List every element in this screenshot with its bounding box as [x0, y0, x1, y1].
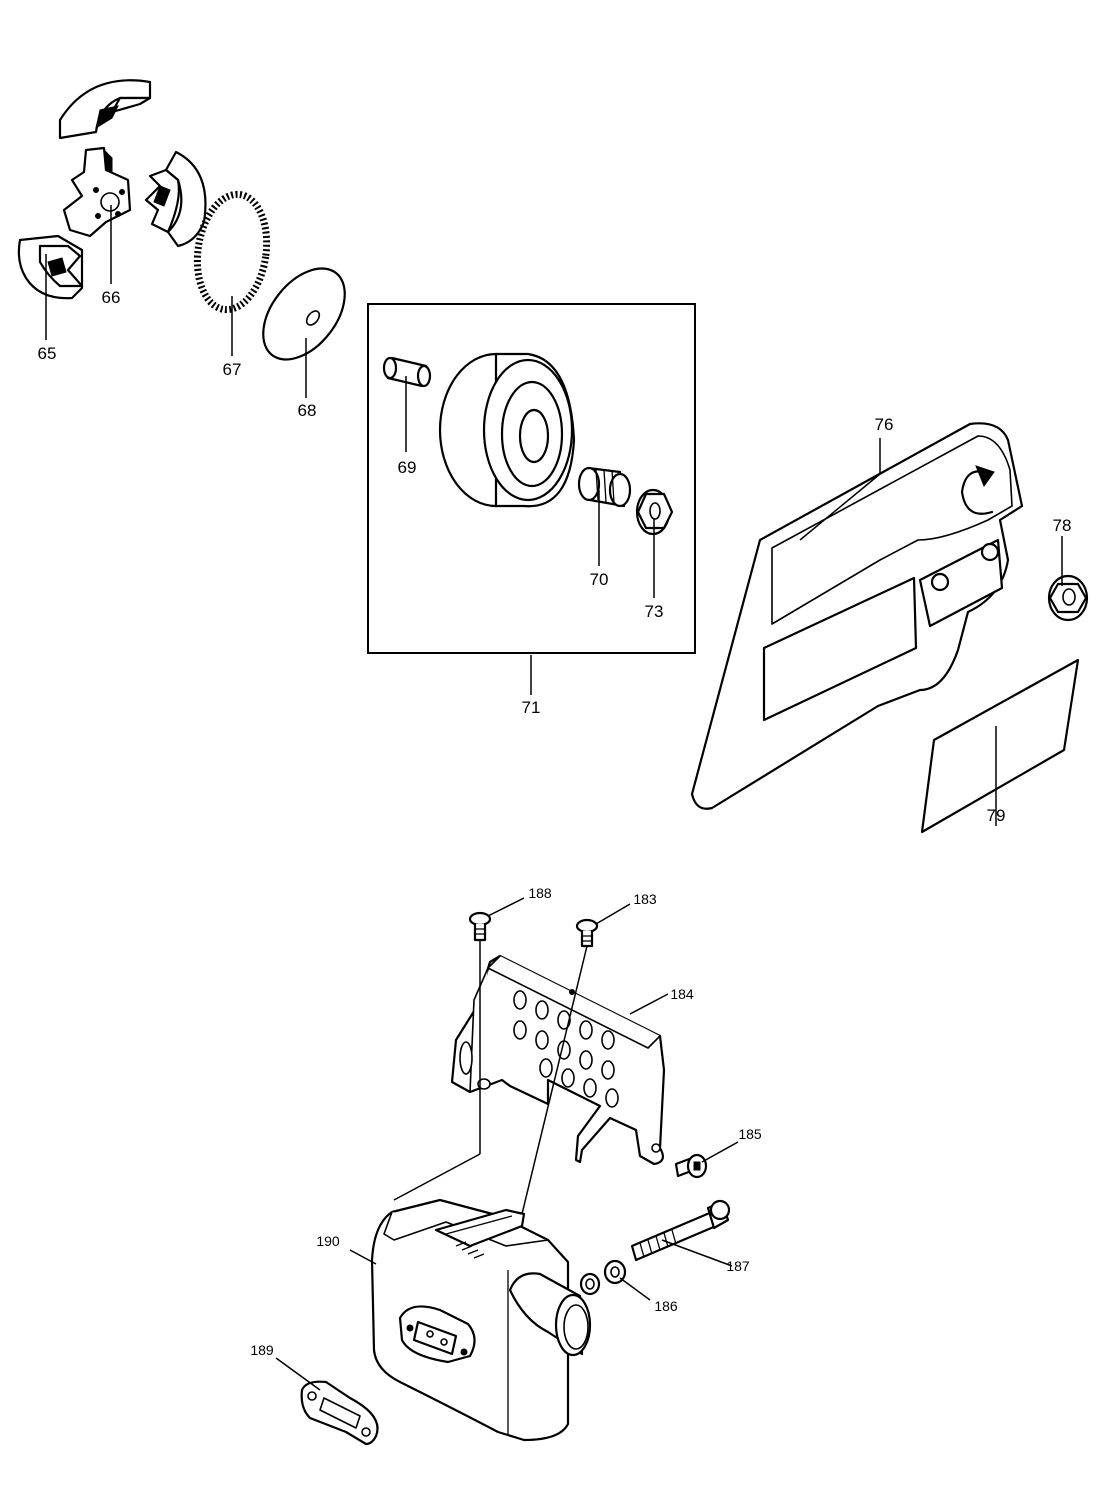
- muffler-body: [370, 1198, 592, 1442]
- callout-71: 71: [522, 698, 541, 717]
- drum-nut: [635, 488, 674, 536]
- sprocket-guard: [690, 422, 1024, 810]
- leader-lines: [45, 205, 1063, 1391]
- clutch-drum: [438, 352, 576, 508]
- callout-67: 67: [223, 360, 242, 379]
- muffler-cover-holes: [477, 989, 619, 1108]
- muffler-cover: [450, 954, 666, 1166]
- drum-assembly-box: [367, 303, 696, 654]
- guard-label: [920, 658, 1080, 834]
- callout-68: 68: [298, 401, 317, 420]
- callout-183: 183: [633, 891, 657, 907]
- callout-76: 76: [875, 415, 894, 434]
- callout-187: 187: [726, 1258, 750, 1274]
- clutch-shoe-right: [144, 150, 207, 248]
- clutch-shoe-left: [17, 234, 84, 300]
- callout-70: 70: [590, 570, 609, 589]
- callout-78: 78: [1053, 516, 1072, 535]
- callout-184: 184: [670, 986, 694, 1002]
- washer-186: [579, 1259, 627, 1296]
- screw-185: [674, 1153, 708, 1179]
- callout-189: 189: [250, 1342, 274, 1358]
- guard-nut: [1047, 574, 1089, 622]
- callout-185: 185: [738, 1126, 762, 1142]
- gasket-189: [300, 1380, 379, 1446]
- callout-190: 190: [316, 1233, 340, 1249]
- callout-79: 79: [987, 806, 1006, 825]
- clutch-washer: [262, 267, 346, 361]
- callout-73: 73: [645, 602, 664, 621]
- callout-188: 188: [528, 885, 552, 901]
- bolt-187: [630, 1199, 731, 1262]
- drum-bushing: [382, 356, 432, 388]
- callout-65: 65: [38, 344, 57, 363]
- callout-186: 186: [654, 1298, 678, 1314]
- muffler-heat-shield-lines: [455, 1241, 485, 1259]
- callout-66: 66: [102, 288, 121, 307]
- screw-183: [575, 918, 599, 948]
- callout-69: 69: [398, 458, 417, 477]
- needle-bearing: [577, 466, 632, 508]
- clutch-shoe-top: [58, 79, 152, 140]
- clutch-hub: [62, 146, 132, 238]
- bolt-thread: [639, 1229, 677, 1258]
- screw-188: [468, 911, 492, 942]
